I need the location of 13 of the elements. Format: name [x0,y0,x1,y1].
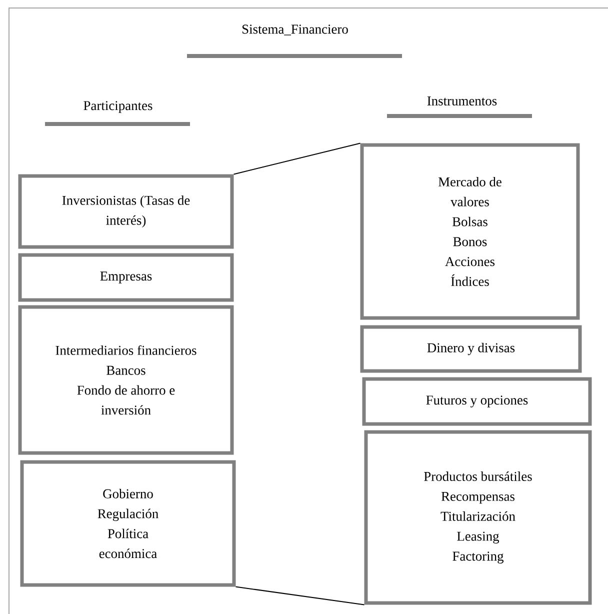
heading: Participantes [84,101,152,113]
connector-line [235,586,365,606]
text-box: Gobierno Regulación Política económica [20,460,236,587]
text-box: Mercado de valores Bolsas Bonos Acciones Índices [360,143,580,320]
text-box: Productos bursátiles Recompensas Titularización Leasing Factoring [364,430,592,605]
text-box: Empresas [18,253,234,302]
heading: Instrumentos [427,96,497,106]
text-box: Intermediarios financieros Bancos Fondo de ahorro e inversión [18,305,234,455]
text-box: Dinero y divisas [360,325,582,373]
text-box: Inversionistas (Tasas de interés) [18,174,234,249]
connector-line [233,142,361,175]
heading: Sistema_Financiero [242,24,348,36]
text-box: Futuros y opciones [362,377,592,426]
